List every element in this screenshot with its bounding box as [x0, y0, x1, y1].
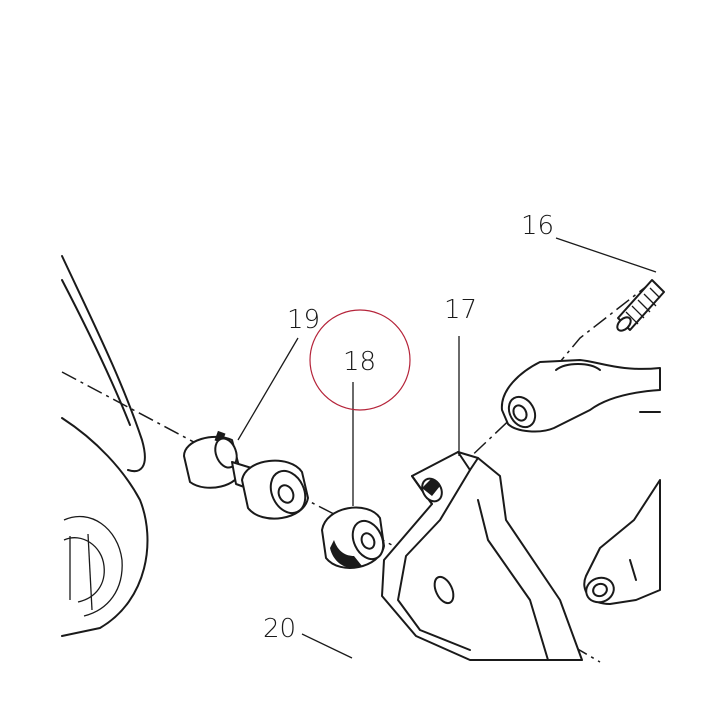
upper-arm — [500, 359, 661, 433]
leader-lines — [237, 237, 657, 659]
callout-19: 19 — [287, 305, 320, 335]
part-19-grommet — [183, 430, 309, 520]
part-16-threaded-rod — [616, 279, 665, 332]
leader-16 — [555, 237, 657, 273]
leader-19 — [237, 337, 299, 441]
lower-arm — [583, 479, 661, 605]
leader-20 — [301, 633, 353, 659]
callout-20: 20 — [263, 614, 296, 644]
callout-16: 16 — [521, 211, 554, 241]
part-18-bushing — [321, 506, 385, 569]
assembly-axes — [61, 281, 653, 663]
axis-left-assembly — [61, 371, 601, 663]
body-panel — [61, 255, 149, 637]
callout-18-highlight-ring — [309, 309, 411, 411]
part-17-bracket — [381, 451, 583, 661]
callout-18: 18 — [343, 347, 376, 377]
callout-17: 17 — [444, 295, 477, 325]
